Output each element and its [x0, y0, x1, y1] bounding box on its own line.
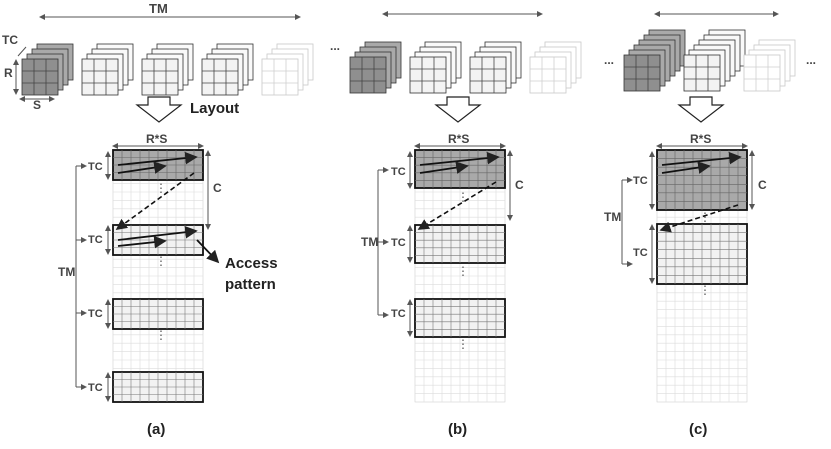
column-a: ⋮ ⋮ ⋮	[112, 149, 204, 403]
tm-label-top: TM	[149, 1, 168, 16]
access-label: Access	[225, 255, 278, 272]
tc-label-a3: TC	[88, 308, 103, 320]
block-b-1	[414, 149, 506, 189]
block-a-2	[112, 224, 204, 256]
vdots-a1: ⋮	[155, 181, 167, 195]
access-a2-row2	[117, 235, 167, 249]
stack-c-2	[683, 29, 746, 92]
layout-arrow-c	[677, 96, 725, 123]
stack-a-2	[81, 43, 134, 96]
rs-label-a: R*S	[146, 132, 167, 146]
layout-arrow-a	[135, 96, 183, 123]
stack-c-3	[743, 39, 796, 92]
access-b1-row2	[419, 161, 469, 174]
tc-label-c1: TC	[633, 175, 648, 187]
c-label-a: C	[213, 181, 222, 195]
vdots-b1: ⋮	[457, 190, 469, 204]
vdots-a2: ⋮	[155, 254, 167, 268]
column-b-background	[414, 149, 506, 403]
block-b-3	[414, 298, 506, 338]
block-c-2	[656, 223, 748, 285]
vdots-b2: ⋮	[457, 264, 469, 278]
stack-b-1	[349, 41, 402, 94]
c-label-c: C	[758, 178, 767, 192]
vdots-c1: ⋮	[699, 210, 711, 224]
caption-a: (a)	[147, 421, 165, 438]
block-b-2	[414, 224, 506, 264]
access-pattern-arrows	[115, 151, 742, 264]
tensor-stacks	[21, 29, 796, 96]
ellipsis-b: ...	[604, 53, 614, 67]
access-b1-row1	[419, 151, 500, 166]
tc-label-a2: TC	[88, 234, 103, 246]
tm-label-c: TM	[604, 210, 621, 224]
access-a1-row1	[117, 151, 198, 166]
layout-arrow-b	[434, 96, 482, 123]
column-c: ⋮⋮	[656, 149, 748, 403]
tm-label-a: TM	[58, 265, 75, 279]
jump-c1-c2	[659, 204, 739, 233]
stack-c-1	[623, 29, 686, 92]
block-a-4	[112, 371, 204, 403]
r-label: R	[4, 66, 13, 80]
s-label: S	[33, 98, 41, 112]
tc-dimension-arrow	[17, 46, 27, 57]
vdots-b3: ⋮	[457, 337, 469, 351]
stack-b-3	[469, 41, 522, 94]
vdots-a3: ⋮	[155, 328, 167, 342]
layout-columns: ⋮⋮⋮⋮⋮⋮⋮⋮	[75, 149, 748, 403]
access-c1-row1	[661, 151, 742, 166]
caption-b: (b)	[448, 421, 467, 438]
caption-c: (c)	[689, 421, 707, 438]
tc-label-b3: TC	[391, 308, 406, 320]
tc-label-top: TC	[2, 33, 18, 47]
block-c-1	[656, 149, 748, 211]
rs-label-b: R*S	[448, 132, 469, 146]
access-pointer	[196, 239, 220, 264]
tm-label-b: TM	[361, 235, 378, 249]
tc-label-a1: TC	[88, 161, 103, 173]
access-c1-row2	[661, 161, 711, 174]
tc-label-b1: TC	[391, 166, 406, 178]
vdots-c2: ⋮	[699, 283, 711, 297]
access-a1-row2	[117, 161, 167, 174]
block-a-3	[112, 298, 204, 330]
pattern-label: pattern	[225, 276, 276, 293]
c-label-b: C	[515, 178, 524, 192]
tc-label-a4: TC	[88, 382, 103, 394]
ellipsis-a-left: ...	[330, 39, 340, 53]
stack-b-4	[529, 41, 582, 94]
tc-label-b2: TC	[391, 237, 406, 249]
stack-a-1	[21, 43, 74, 96]
layout-label: Layout	[190, 100, 239, 117]
stack-a-3	[141, 43, 194, 96]
rs-label-c: R*S	[690, 132, 711, 146]
tile-brackets	[75, 151, 655, 402]
access-a2-row1	[117, 225, 198, 241]
jump-b1-b2	[417, 181, 497, 230]
ellipsis-c: ...	[806, 53, 816, 67]
stack-a-4	[201, 43, 254, 96]
stack-a-5	[261, 43, 314, 96]
tc-label-c2: TC	[633, 247, 648, 259]
stack-b-2	[409, 41, 462, 94]
column-b: ⋮ ⋮ ⋮	[414, 149, 506, 403]
